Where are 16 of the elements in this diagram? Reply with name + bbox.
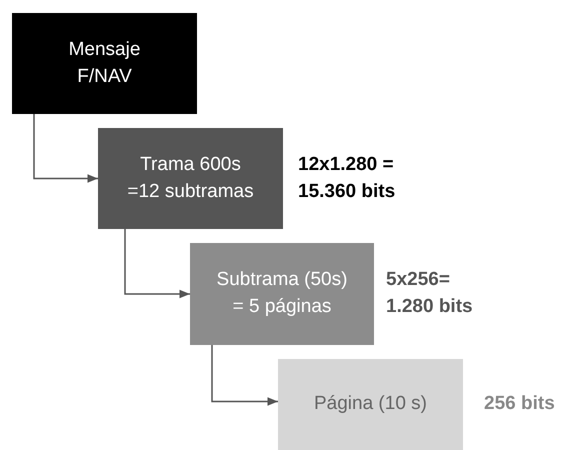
process-box <box>190 243 374 345</box>
arrow <box>124 229 190 298</box>
bit-count: 1.280 bits <box>386 295 473 319</box>
process-box <box>98 128 283 229</box>
process-box <box>278 359 463 450</box>
box-label: Mensaje F/NAV <box>68 38 142 88</box>
bit-count: 5x256= <box>386 268 451 292</box>
box-label: Subtrama (50s) = 5 páginas <box>216 268 348 319</box>
process-box <box>12 13 197 114</box>
box-label: Página (10 s) <box>314 392 427 416</box>
bit-count: 12x1.280 = <box>298 152 395 177</box>
arrow <box>211 345 278 406</box>
arrow <box>33 114 98 183</box>
bit-count: 256 bits <box>484 392 555 416</box>
bit-count: 15.360 bits <box>298 180 396 204</box>
box-label: Trama 600s =12 subtramas <box>126 152 255 204</box>
